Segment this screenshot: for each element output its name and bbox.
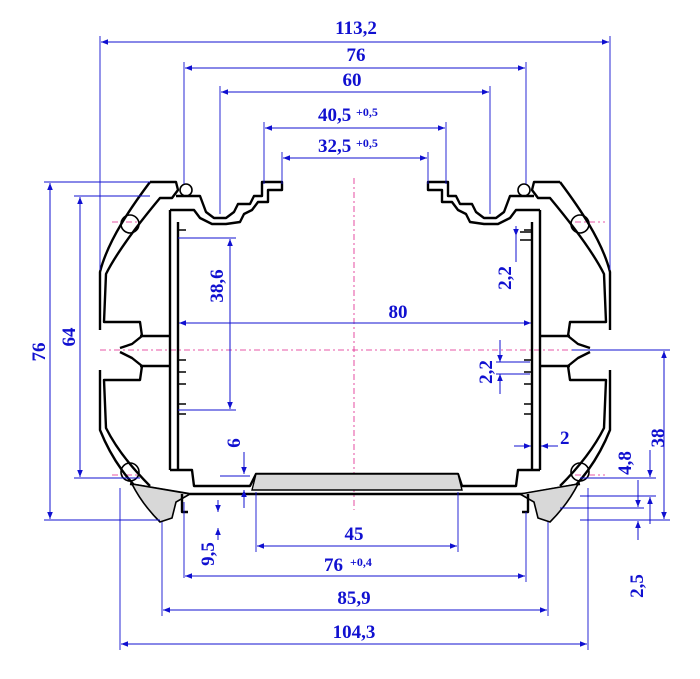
dim-bottom-76: 76 xyxy=(324,555,343,576)
dimension-lines xyxy=(44,36,670,650)
dim-inner-width-80: 80 xyxy=(389,302,408,323)
dim-slot-outer-tol: +0,5 xyxy=(356,105,378,119)
dim-slot-inner: 32,5 xyxy=(318,136,351,157)
dim-side-2-5: 2,5 xyxy=(627,574,648,598)
dim-height-76: 76 xyxy=(29,343,50,362)
dim-base-6: 6 xyxy=(224,438,245,448)
dim-top-60: 60 xyxy=(343,70,362,91)
dim-bottom-45: 45 xyxy=(345,524,364,545)
dim-slot-inner-tol: +0,5 xyxy=(356,136,378,150)
dim-rib-2-2-mid: 2,2 xyxy=(476,360,497,384)
dim-inner-38-6: 38,6 xyxy=(207,269,228,302)
dim-slot-outer: 40,5 xyxy=(318,105,351,126)
dim-bottom-104-3: 104,3 xyxy=(333,622,376,643)
dim-bottom-76-tol: +0,4 xyxy=(350,555,372,569)
dim-rib-2-2-top: 2,2 xyxy=(495,266,516,290)
dim-height-64: 64 xyxy=(59,327,80,347)
dim-side-38: 38 xyxy=(648,429,669,448)
dim-top-76: 76 xyxy=(347,45,366,66)
dim-wall-2: 2 xyxy=(560,428,570,449)
aluminium-profile xyxy=(98,180,612,523)
dim-bottom-9-5: 9,5 xyxy=(198,542,219,566)
center-lines xyxy=(100,178,610,510)
dim-side-4-8: 4,8 xyxy=(615,451,636,475)
dimension-labels: 113,2 76 60 40,5 +0,5 32,5 +0,5 80 76 64… xyxy=(29,18,669,643)
dim-overall-top-width: 113,2 xyxy=(335,18,377,39)
dim-bottom-85-9: 85,9 xyxy=(337,588,370,609)
